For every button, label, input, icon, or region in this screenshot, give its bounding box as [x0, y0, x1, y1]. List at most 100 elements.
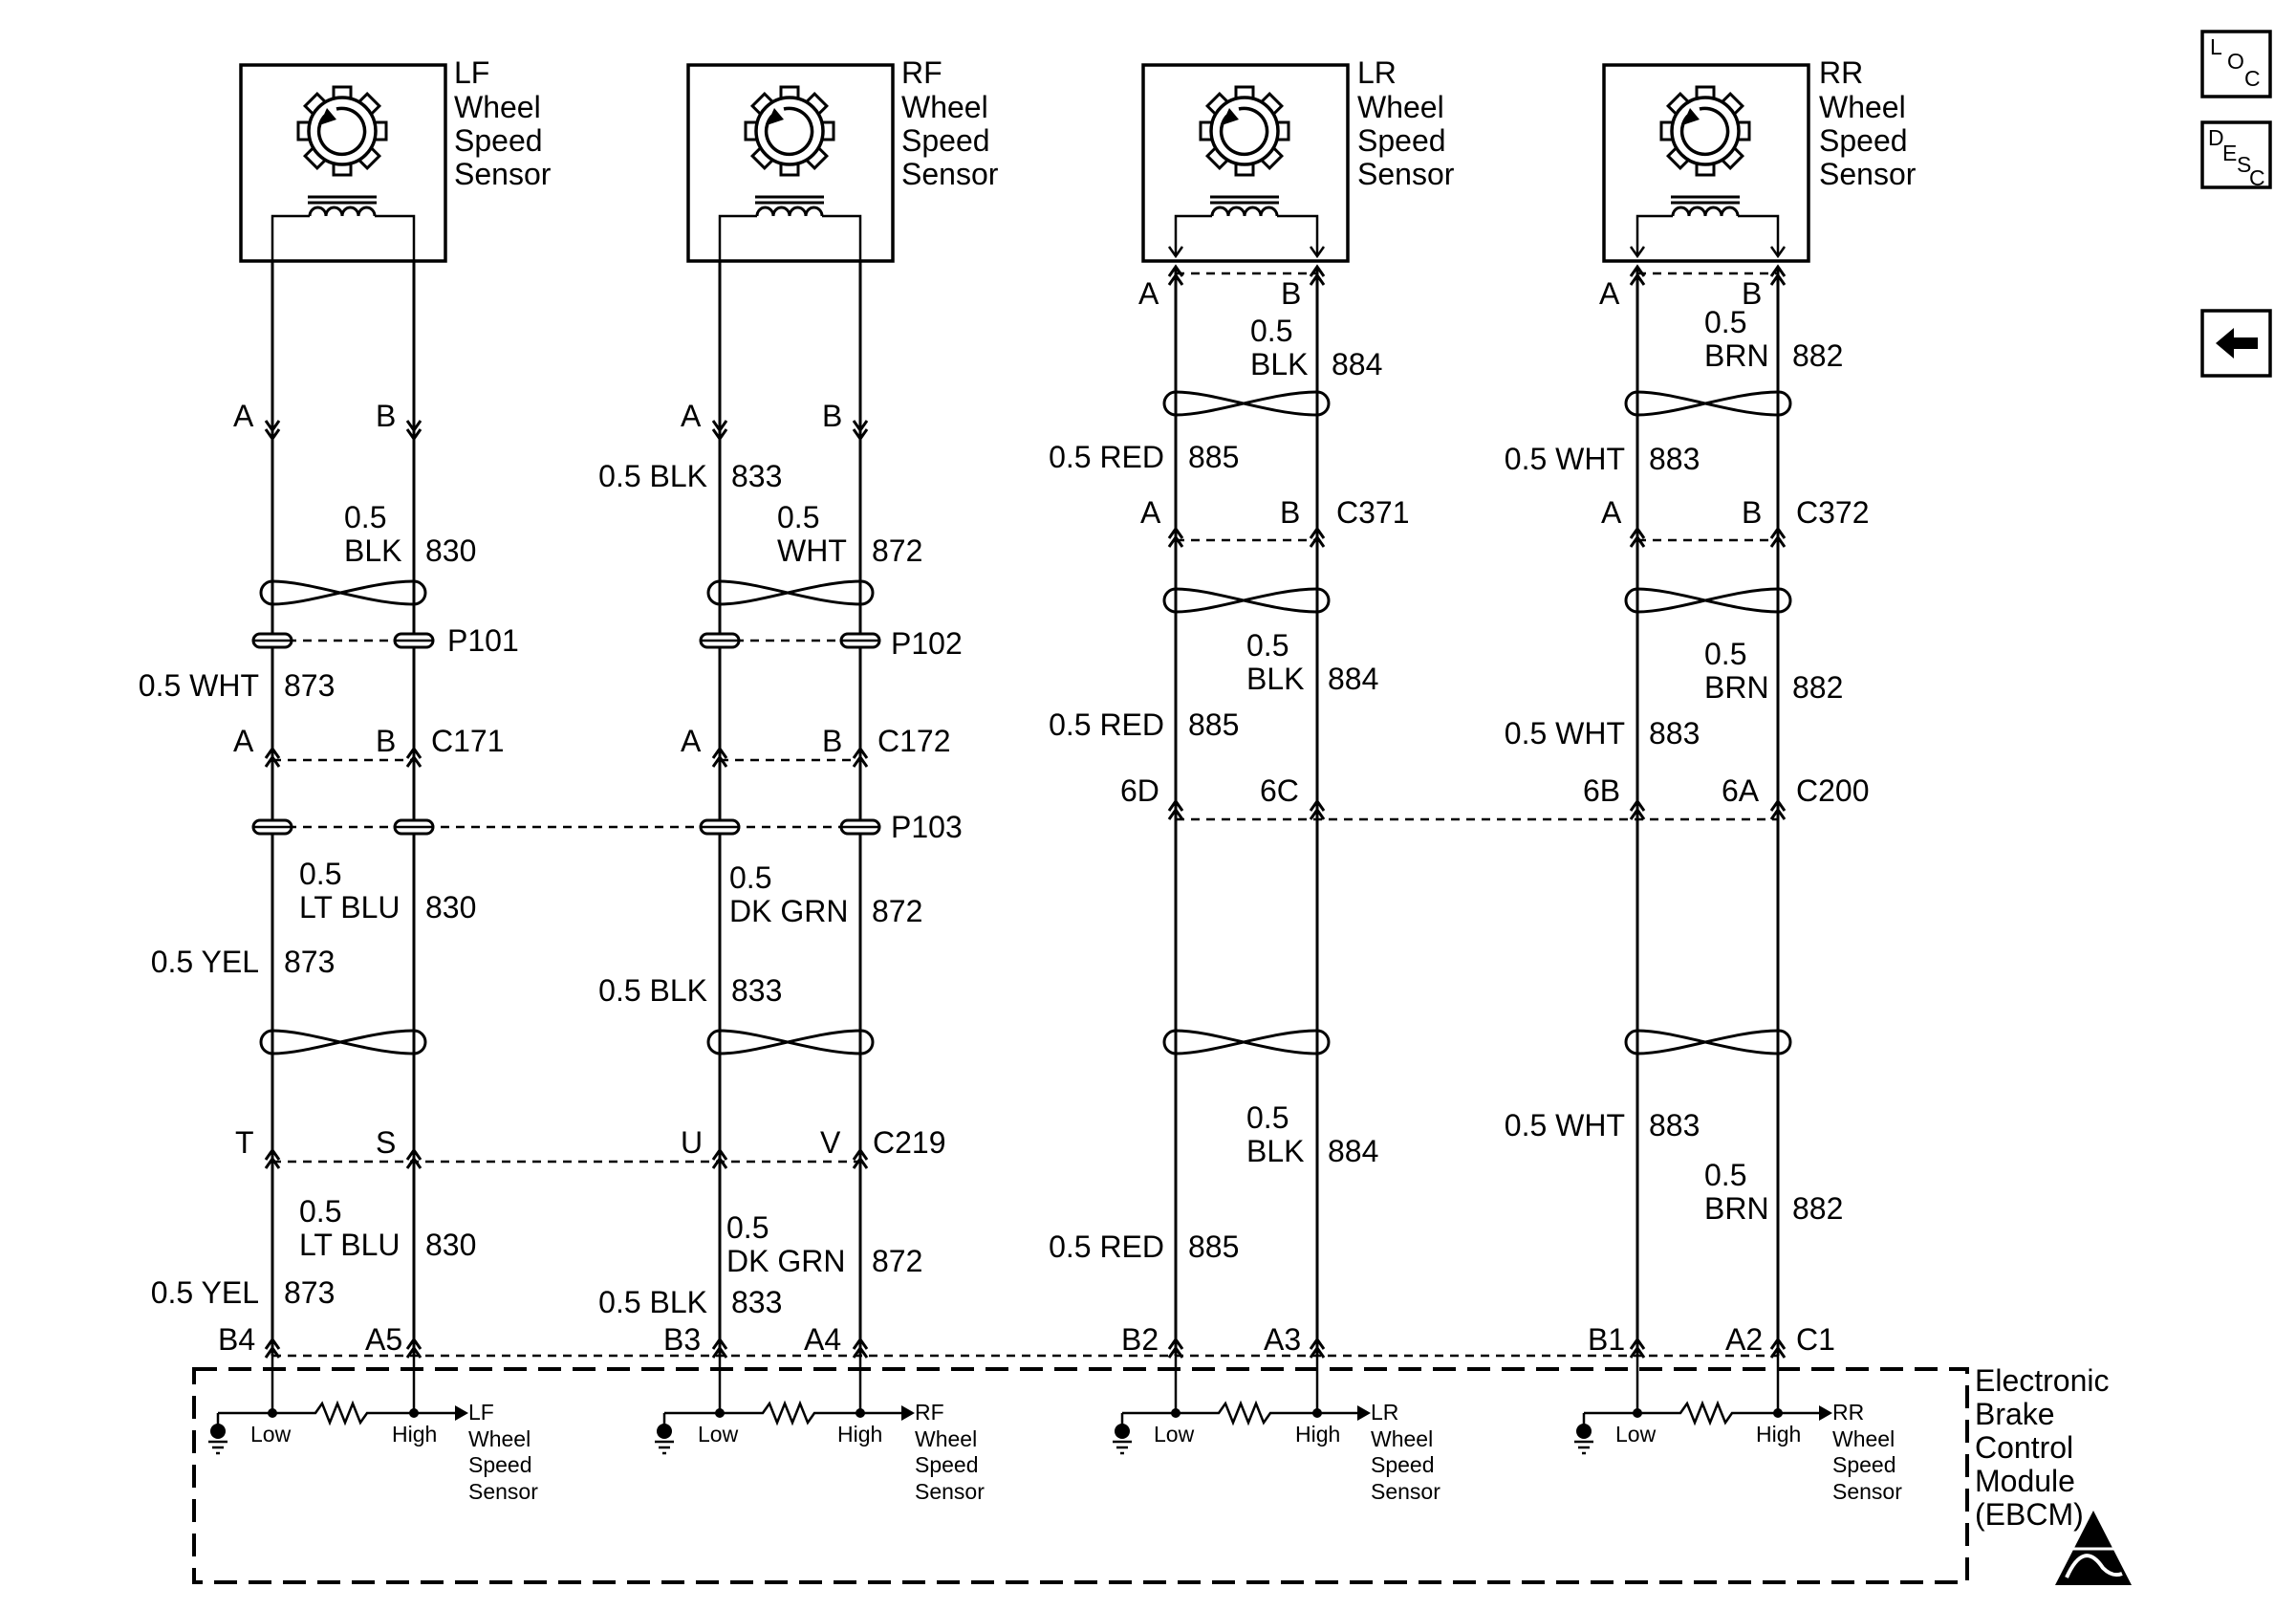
svg-text:0.5 BLK: 0.5 BLK: [598, 1285, 707, 1319]
connector-c372-label: C372: [1796, 495, 1870, 530]
svg-text:WHT: WHT: [777, 533, 847, 568]
wire-label: 0.5 BLK 884: [1246, 628, 1378, 696]
svg-text:873: 873: [284, 668, 335, 703]
desc-letter-s: S: [2237, 152, 2251, 177]
svg-text:882: 882: [1792, 1191, 1843, 1226]
svg-text:884: 884: [1332, 347, 1382, 381]
rf-sensor-name: RF Wheel Speed Sensor: [901, 55, 999, 191]
svg-text:0.5: 0.5: [344, 500, 386, 534]
svg-text:883: 883: [1649, 716, 1700, 751]
splice-labels: P101 P102 P103: [447, 623, 963, 844]
connector-c172-label: C172: [877, 724, 951, 758]
pin-label: A: [233, 724, 254, 758]
svg-text:884: 884: [1328, 662, 1378, 696]
rf-wheel-speed-sensor: RF Wheel Speed Sensor: [686, 55, 999, 263]
svg-text:0.5: 0.5: [1246, 628, 1289, 663]
splice-p102-label: P102: [891, 626, 963, 661]
svg-text:0.5: 0.5: [1704, 1158, 1746, 1192]
description-button[interactable]: D E S C: [2200, 120, 2272, 190]
loc-letter-l: L: [2210, 34, 2222, 59]
svg-text:830: 830: [425, 533, 476, 568]
svg-text:0.5 RED: 0.5 RED: [1049, 707, 1164, 742]
wire-label: 0.5 WHT 873: [139, 668, 336, 703]
location-button[interactable]: L O C: [2200, 30, 2272, 98]
wire-label: 0.5 BRN 882: [1704, 637, 1843, 705]
svg-text:0.5 WHT: 0.5 WHT: [1505, 1108, 1625, 1142]
wire-label: 0.5 DK GRN 872: [729, 860, 922, 928]
svg-text:0.5: 0.5: [1246, 1100, 1289, 1135]
pin-label: B: [376, 724, 396, 758]
wire-label: 0.5 BLK 833: [598, 1285, 782, 1319]
svg-text:BRN: BRN: [1704, 338, 1769, 373]
pin-label: A2: [1725, 1322, 1763, 1357]
svg-text:872: 872: [872, 894, 922, 928]
svg-text:DK GRN: DK GRN: [729, 894, 848, 928]
pin-label: A: [233, 399, 254, 433]
ebcm-input-label: LR Wheel Speed Sensor: [1371, 1400, 1440, 1504]
svg-text:0.5 BLK: 0.5 BLK: [598, 973, 707, 1008]
svg-text:LT BLU: LT BLU: [299, 1228, 401, 1262]
pin-label: 6A: [1722, 773, 1760, 808]
circuit-wires: [271, 261, 1780, 1356]
lr-wheel-speed-sensor: LR Wheel Speed Sensor: [1141, 55, 1455, 263]
wire-label: 0.5 BLK 833: [598, 973, 782, 1008]
pin-label: B3: [663, 1322, 701, 1357]
ebcm-name: Electronic Brake Control Module (EBCM): [1975, 1363, 2117, 1532]
wire-label: 0.5 WHT 883: [1505, 716, 1700, 751]
wire-label: 0.5 BLK 884: [1246, 1100, 1378, 1168]
pin-label: U: [681, 1125, 703, 1160]
pin-label: A4: [804, 1322, 841, 1357]
svg-text:BLK: BLK: [344, 533, 401, 568]
ebcm-lf-input-circuit: Low High LF Wheel Speed Sensor: [208, 1356, 538, 1504]
wire-label: 0.5 WHT 872: [777, 500, 922, 568]
pin-label: 6D: [1120, 773, 1159, 808]
wire-label: 0.5 BRN 882: [1704, 305, 1843, 373]
svg-text:LT BLU: LT BLU: [299, 890, 401, 925]
svg-text:0.5 WHT: 0.5 WHT: [1505, 442, 1625, 476]
pin-label: T: [235, 1125, 254, 1160]
low-label: Low: [698, 1422, 739, 1447]
pin-label: B: [1280, 495, 1300, 530]
splice-packs: [251, 632, 881, 836]
ebcm-lr-input-circuit: Low High LR Wheel Speed Sensor: [1113, 1356, 1440, 1504]
desc-letter-e: E: [2222, 141, 2237, 165]
wire-label: 0.5 LT BLU 830: [299, 857, 476, 925]
high-label: High: [392, 1422, 437, 1447]
connector-c200-label: C200: [1796, 773, 1870, 808]
rf-sensor-gear-icon: [744, 85, 835, 177]
rr-sensor-gear-icon: [1659, 85, 1751, 177]
svg-text:0.5: 0.5: [729, 860, 771, 895]
svg-text:0.5: 0.5: [726, 1210, 769, 1245]
svg-text:0.5: 0.5: [299, 1194, 341, 1229]
back-button[interactable]: [2200, 309, 2272, 378]
wire-label: 0.5 BLK 830: [344, 500, 476, 568]
lf-wheel-speed-sensor: LF Wheel Speed Sensor: [239, 55, 552, 263]
svg-text:0.5: 0.5: [1704, 305, 1746, 339]
connector-terminals: [264, 265, 1787, 1360]
svg-text:882: 882: [1792, 670, 1843, 705]
wire-label: 0.5 BRN 882: [1704, 1158, 1843, 1226]
wire-label: 0.5 BLK 884: [1250, 314, 1382, 381]
svg-text:0.5: 0.5: [1704, 637, 1746, 671]
connector-pin-labels: A B A B A B A B A B C371 A B C372 A B C1…: [218, 276, 1870, 1357]
pin-label: S: [376, 1125, 396, 1160]
desc-letter-c: C: [2249, 165, 2265, 190]
ground-icon: [1576, 1424, 1592, 1439]
wire-label: 0.5 LT BLU 830: [299, 1194, 476, 1262]
pin-label: B: [822, 724, 842, 758]
pin-label: A: [681, 724, 702, 758]
loc-letter-o: O: [2227, 49, 2244, 74]
wire-label: 0.5 RED 885: [1049, 1229, 1239, 1264]
svg-text:BLK: BLK: [1250, 347, 1308, 381]
svg-text:DK GRN: DK GRN: [726, 1244, 845, 1278]
svg-text:885: 885: [1188, 440, 1239, 474]
svg-text:0.5 YEL: 0.5 YEL: [151, 945, 259, 979]
pin-label: C1: [1796, 1322, 1835, 1357]
svg-text:BLK: BLK: [1246, 662, 1304, 696]
pin-label: B: [1742, 276, 1762, 311]
high-label: High: [837, 1422, 882, 1447]
low-label: Low: [250, 1422, 292, 1447]
svg-text:BRN: BRN: [1704, 670, 1769, 705]
ground-icon: [1115, 1424, 1130, 1439]
